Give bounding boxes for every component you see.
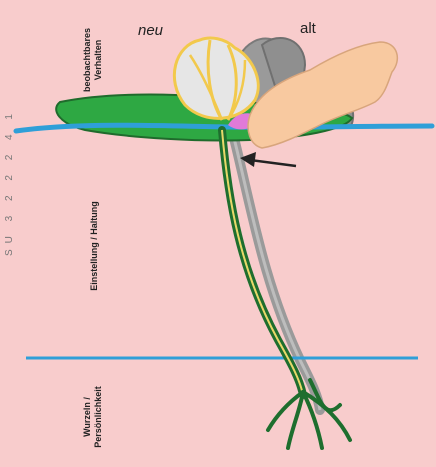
label-roots-line1: Wurzeln / xyxy=(82,377,93,457)
left-edge-text: SU 3 2 2 2 4 1 xyxy=(4,116,16,256)
label-roots: Wurzeln / Persönlichkeit xyxy=(82,377,106,457)
label-old: alt xyxy=(300,20,316,37)
label-behavior: beobachtbares Verhalten xyxy=(82,20,106,100)
label-behavior-line2: Verhalten xyxy=(93,20,104,100)
label-new: neu xyxy=(138,22,163,39)
label-roots-line2: Persönlichkeit xyxy=(93,377,104,457)
label-behavior-line1: beobachtbares xyxy=(82,20,93,100)
arrow-left-icon xyxy=(240,152,296,167)
label-attitude: Einstellung / Haltung xyxy=(89,191,101,301)
